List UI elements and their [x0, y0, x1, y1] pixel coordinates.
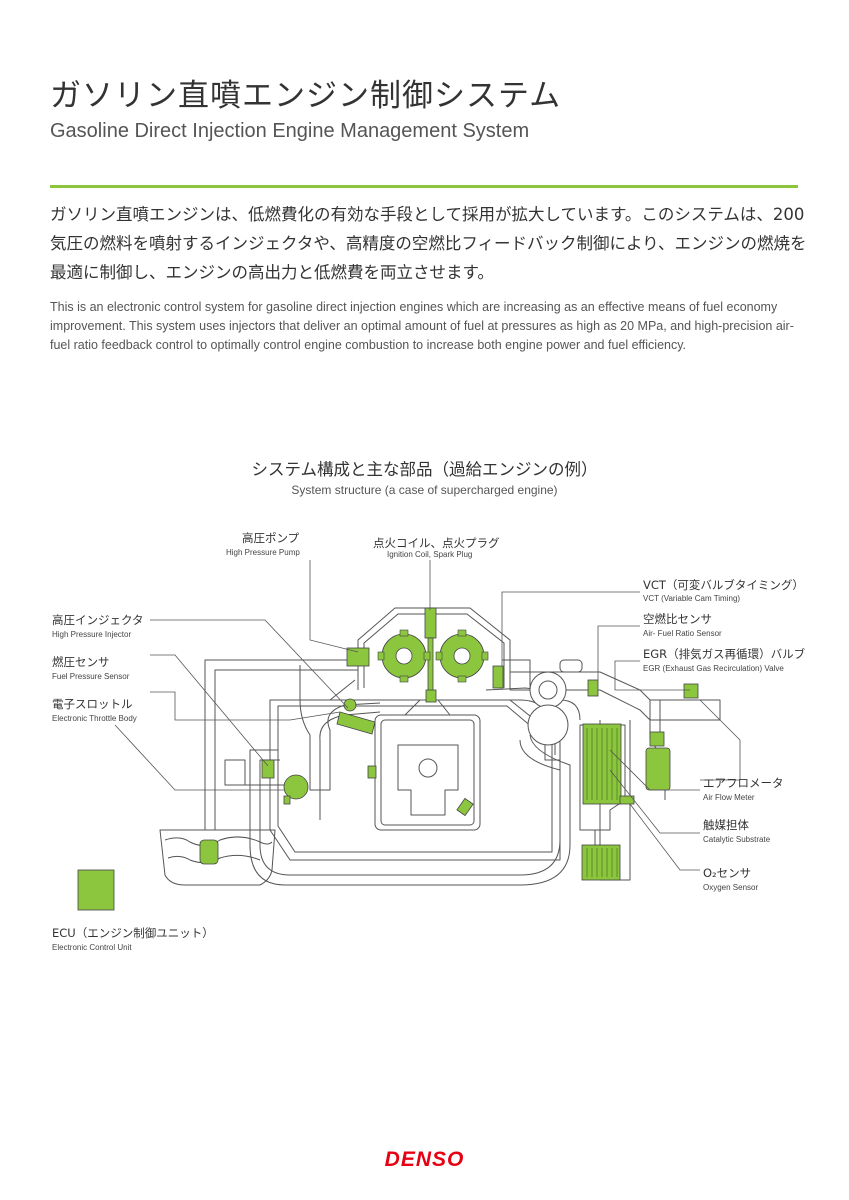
label-vct-en: VCT (Variable Cam Timing) [643, 594, 741, 603]
diagram-title: システム構成と主な部品（過給エンジンの例） [251, 460, 598, 479]
exhaust-cam-sprocket [439, 633, 485, 679]
label-ignition-coil: 点火コイル、点火プラグ [373, 536, 500, 550]
intake-cam-sprocket [381, 633, 427, 679]
intake-manifold [299, 699, 381, 791]
piston [397, 744, 459, 816]
label-oxygen-sensor: O₂センサ [703, 866, 752, 880]
label-vct: VCT（可変バルブタイミング） [643, 578, 804, 592]
label-egr-valve: EGR（排気ガス再循環）バルブ [643, 647, 806, 661]
page-title: ガソリン直噴エンジン制御システム [50, 78, 562, 114]
denso-logo: DENSO [384, 1148, 465, 1171]
label-throttle-body: 電子スロットル [52, 697, 133, 711]
label-fuel-pressure-sensor-en: Fuel Pressure Sensor [52, 672, 130, 681]
label-hp-injector: 高圧インジェクタ [52, 613, 144, 627]
label-fuel-pressure-sensor: 燃圧センサ [52, 655, 110, 669]
label-af-sensor-en: Air- Fuel Ratio Sensor [643, 629, 722, 638]
fuel-tank [159, 829, 276, 886]
title-divider [50, 185, 798, 188]
catalyst-housing [579, 724, 626, 831]
catalytic-substrate-2 [581, 844, 621, 881]
engine-block [269, 699, 561, 861]
ecu-box [77, 869, 115, 911]
label-air-flow-meter-en: Air Flow Meter [703, 793, 755, 802]
high-pressure-pump [346, 647, 370, 667]
label-ecu: ECU（エンジン制御ユニット） [52, 926, 214, 940]
ignition-coil [424, 607, 437, 639]
piston-pin [418, 758, 438, 778]
fuel-pressure-sensor [261, 759, 275, 779]
fuel-line [204, 659, 360, 830]
label-throttle-body-en: Electronic Throttle Body [52, 714, 137, 723]
label-high-pressure-pump-en: High Pressure Pump [226, 548, 300, 557]
af-sensor [587, 679, 599, 697]
vct-solenoid [492, 665, 504, 689]
egr-valve [683, 683, 699, 699]
label-catalytic-substrate: 触媒担体 [703, 818, 749, 832]
page-subtitle: Gasoline Direct Injection Engine Managem… [50, 120, 530, 142]
intro-text-en: This is an electronic control system for… [50, 300, 794, 352]
leader-lines [114, 560, 741, 871]
label-catalytic-substrate-en: Catalytic Substrate [703, 835, 771, 844]
egr-pipe [259, 739, 561, 876]
label-hp-injector-en: High Pressure Injector [52, 630, 132, 639]
label-egr-valve-en: EGR (Exhaust Gas Recirculation) Valve [643, 664, 784, 673]
label-ecu-en: Electronic Control Unit [52, 943, 132, 952]
intro-text-jp: ガソリン直噴エンジンは、低燃費化の有効な手段として採用が拡大しています。このシス… [50, 205, 807, 282]
high-pressure-injector [336, 711, 376, 735]
label-oxygen-sensor-en: Oxygen Sensor [703, 883, 759, 892]
intake-pipe [510, 671, 721, 721]
label-high-pressure-pump: 高圧ポンプ [242, 531, 300, 545]
diagram-subtitle: System structure (a case of supercharged… [291, 483, 558, 497]
label-air-flow-meter: エアフロメータ [703, 776, 784, 790]
air-flow-meter [645, 747, 671, 791]
fuel-pump [199, 839, 219, 865]
electronic-throttle [283, 774, 309, 800]
label-ignition-coil-en: Ignition Coil, Spark Plug [387, 550, 473, 559]
label-af-sensor: 空燃比センサ [643, 612, 712, 626]
